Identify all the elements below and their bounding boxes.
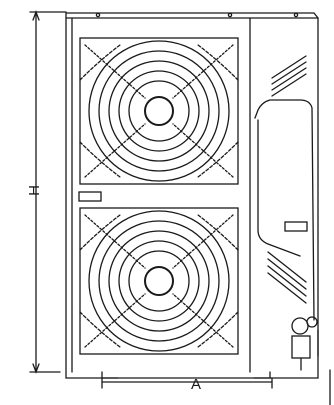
upper-louvers — [271, 55, 307, 97]
service-valves — [291, 316, 319, 371]
lower-louvers — [267, 251, 307, 304]
width-dimension — [101, 369, 331, 405]
height-dimension-label: H — [25, 185, 43, 196]
mounting-feet — [101, 371, 271, 379]
width-dimension-label: A — [191, 376, 202, 393]
lower-fan-grille — [79, 207, 239, 355]
upper-fan-grille — [79, 37, 239, 185]
height-dimension — [29, 10, 67, 374]
cabinet-outline — [65, 12, 319, 379]
side-label-plate — [284, 221, 308, 232]
center-label-plate — [78, 191, 102, 202]
side-panel — [254, 99, 315, 321]
